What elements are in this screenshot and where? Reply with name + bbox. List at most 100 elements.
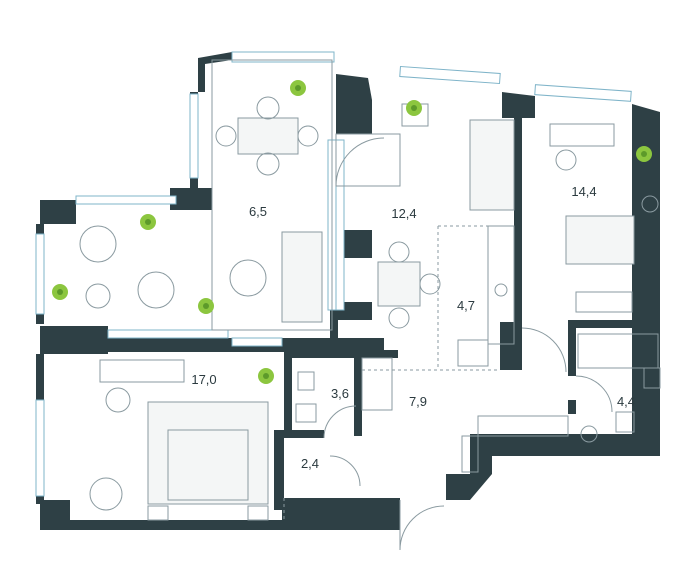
doors [323, 137, 613, 551]
walls [36, 52, 660, 530]
wall-center-pillar-3 [330, 318, 338, 338]
plant-icon [406, 100, 422, 116]
chair-living-bottom [388, 307, 410, 329]
armchair-left-1 [79, 225, 117, 263]
coffee-table-round [229, 259, 267, 297]
area-label-bedroom-right: 14,4 [571, 184, 596, 199]
kitchen-counter [487, 225, 515, 345]
bed-right [565, 215, 635, 265]
dining-table-living [377, 261, 421, 307]
plant-icon [258, 368, 274, 384]
bed-main-pillows [167, 429, 249, 501]
partition-terrace-inner [211, 59, 333, 331]
wall-bedroom-divider [514, 112, 522, 352]
nightstand-right-main [247, 505, 269, 521]
chair-living-top [388, 241, 410, 263]
shower-small [361, 357, 393, 411]
bed-main [147, 401, 269, 505]
armchair-left-2 [137, 271, 175, 309]
dining-chair-right [297, 125, 319, 147]
wall-bath-top [568, 320, 660, 328]
door-bath-right-swing [575, 375, 613, 413]
area-label-living: 12,4 [391, 206, 416, 221]
wall-bottom-mid [282, 498, 400, 520]
terrace-furniture [79, 96, 401, 323]
wall-right-top [502, 92, 535, 118]
wardrobe-right [575, 291, 633, 313]
wardrobe-hall [477, 415, 569, 437]
armchair-main [89, 477, 123, 511]
sofa-living [469, 119, 515, 211]
bedroom-right-furniture [549, 123, 659, 313]
kitchen-furniture [457, 225, 515, 367]
area-label-terrace: 6,5 [249, 204, 267, 219]
window-left-lower [35, 399, 45, 497]
living-furniture [377, 103, 515, 329]
desk-main [99, 359, 185, 383]
door-entrance-swing [399, 505, 445, 551]
dining-table-terrace [237, 117, 299, 155]
sink-small [295, 403, 317, 423]
window-terrace-left [189, 93, 199, 179]
window-living-top [399, 65, 501, 85]
window-left-top [75, 195, 177, 205]
window-bedroom-right-top [534, 84, 632, 102]
dining-chair-bottom [256, 152, 280, 176]
toilet-small [297, 371, 315, 391]
wall-terrace-top [198, 52, 232, 92]
door-bath-small-swing [323, 405, 357, 439]
window-left-upper [35, 233, 45, 315]
plant-icon [52, 284, 68, 300]
wall-bottom-left-corner [40, 500, 70, 530]
wall-bath-small-left [284, 350, 292, 436]
chair-living-right [419, 273, 441, 295]
door-kitchen-swing [521, 327, 567, 373]
wall-kitchen-right [500, 322, 522, 370]
area-label-hall: 7,9 [409, 394, 427, 409]
desk-chair-main [105, 387, 131, 413]
bedroom-main-furniture [89, 359, 269, 521]
wall-left-block-top [40, 200, 76, 224]
sink [494, 283, 508, 297]
shoe-rack [461, 435, 479, 473]
windows [35, 51, 632, 497]
nightstand-left [147, 505, 169, 521]
bathtub-right [577, 333, 659, 369]
area-label-kitchen: 4,7 [457, 298, 475, 313]
wall-bath-small-divider [354, 350, 362, 436]
wall-right-edge [632, 104, 660, 440]
area-label-bath-right: 4,4 [617, 394, 635, 409]
wall-bottom [70, 520, 400, 530]
plant-icon [636, 146, 652, 162]
sink-right [643, 367, 661, 389]
plants [52, 80, 652, 384]
wall-bath-small-bottom [284, 430, 324, 438]
window-middle-2 [231, 337, 283, 347]
plant-icon [290, 80, 306, 96]
terrace-opening [335, 133, 401, 187]
wall-center-lower [44, 338, 384, 352]
plant-icon [140, 214, 156, 230]
wall-bath-bottom-left [568, 400, 576, 414]
plant-icon [198, 298, 214, 314]
wall-center-top [336, 74, 372, 134]
stove [457, 339, 489, 367]
partitions [211, 59, 514, 522]
dining-chair-left [215, 125, 237, 147]
sofa-terrace [281, 231, 323, 323]
wall-hall-right [470, 434, 660, 456]
door-terrace-swing [335, 137, 385, 187]
window-center-right [335, 139, 345, 311]
desk-chair-right [555, 149, 577, 171]
area-label-bedroom-main: 17,0 [191, 372, 216, 387]
window-middle-1 [107, 329, 229, 339]
wall-corridor-left [274, 430, 284, 510]
bathroom-furniture [295, 333, 661, 473]
wall-hall-bottom-right [446, 434, 492, 500]
area-labels: 6,5 12,4 14,4 4,7 17,0 3,6 7,9 4,4 2,4 [191, 184, 635, 471]
wall-terrace-bottom-left [170, 188, 212, 210]
toilet-right [615, 411, 635, 433]
area-label-corridor: 2,4 [301, 456, 319, 471]
area-label-bath-small: 3,6 [331, 386, 349, 401]
